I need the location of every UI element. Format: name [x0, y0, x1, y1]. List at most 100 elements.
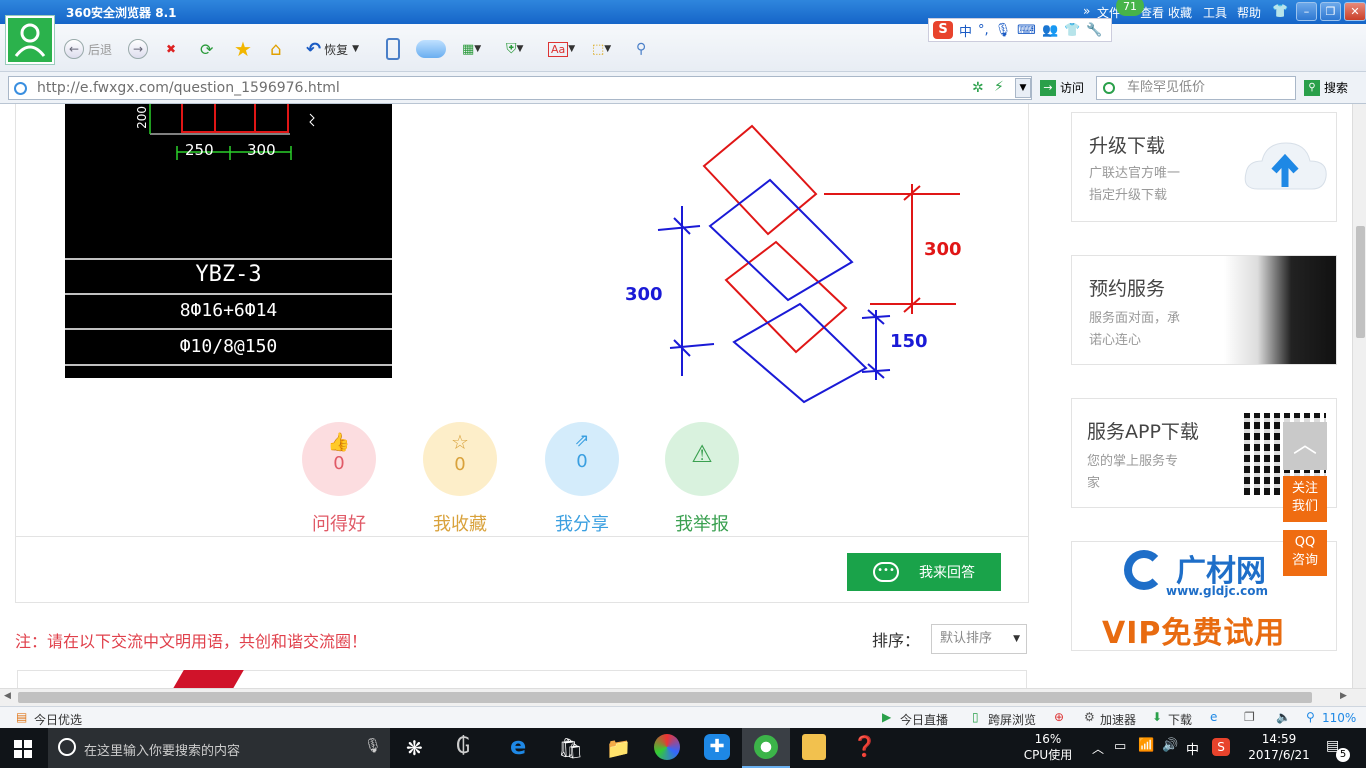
favorite-star-icon[interactable]: ★	[234, 37, 252, 61]
microphone-icon[interactable]: 🎙	[994, 22, 1012, 38]
notepad-icon[interactable]	[802, 734, 826, 760]
horizontal-scrollbar[interactable]: ◀ ▶	[0, 688, 1366, 706]
forward-button[interactable]: →	[128, 38, 148, 60]
favorite-label[interactable]: 我收藏	[433, 514, 487, 535]
user-avatar[interactable]	[6, 16, 54, 64]
search-input[interactable]: 车险罕见低价	[1096, 76, 1296, 100]
app-swirl-icon[interactable]	[654, 734, 680, 760]
sogou-icon[interactable]: S	[933, 21, 953, 39]
search-button[interactable]: ⚲ 搜索	[1304, 79, 1348, 96]
scroll-right-icon[interactable]: ▶	[1340, 691, 1347, 701]
clock[interactable]: 14:59 2017/6/21	[1240, 731, 1318, 763]
vertical-scrollbar[interactable]	[1352, 104, 1366, 688]
sidebar-ad-gldjc[interactable]: 广材网 www.gldjc.com VIP免费试用	[1071, 541, 1337, 651]
screenshot-icon[interactable]: ⬚ ▼	[592, 41, 612, 57]
double-chevron-icon[interactable]: »	[1083, 4, 1091, 18]
shield-icon[interactable]: ⛨ ▼	[506, 41, 524, 57]
apps-icon[interactable]: ▦ ▼	[462, 41, 482, 57]
ime-indicator[interactable]: 中	[1186, 743, 1200, 758]
ad-site: www.gldjc.com	[1166, 584, 1268, 598]
edge-icon[interactable]: e	[510, 732, 527, 760]
taskbar-search[interactable]: 在这里输入你要搜索的内容 🎙	[48, 728, 390, 768]
menu-favorites[interactable]: 收藏	[1168, 6, 1193, 20]
phone-icon[interactable]	[386, 38, 400, 60]
search-engine-icon[interactable]	[1103, 82, 1115, 94]
home-icon[interactable]: ⌂	[270, 38, 282, 60]
taskbar-360-browser[interactable]	[742, 728, 790, 768]
download-icon: ⬇	[1152, 710, 1163, 724]
like-label[interactable]: 问得好	[312, 514, 366, 535]
windows-icon[interactable]: ❐	[1244, 710, 1255, 724]
share-button[interactable]: ⇗ 0	[545, 422, 619, 496]
ie-icon[interactable]: e	[1210, 710, 1218, 724]
menu-view[interactable]: 查看	[1140, 6, 1165, 20]
store-icon[interactable]: 🛍	[558, 736, 584, 760]
back-to-top-button[interactable]: ︿	[1283, 422, 1327, 470]
play-icon: ▶	[882, 710, 892, 724]
app-plus-icon[interactable]: ✚	[704, 734, 730, 760]
qq-consult-button[interactable]: QQ 咨询	[1283, 530, 1327, 576]
close-button[interactable]: ✕	[1344, 2, 1366, 21]
status-bar: ▤ 今日优选 ▶ 今日直播 ▯ 跨屏浏览 ⊕ ⚙ 加速器 ⬇ 下载 e ❐ 🔈 …	[0, 706, 1366, 728]
minimize-button[interactable]: –	[1296, 2, 1317, 21]
back-button[interactable]: ← 后退	[64, 38, 112, 60]
answer-button[interactable]: ••• 我来回答	[847, 553, 1001, 591]
share-label[interactable]: 我分享	[555, 514, 609, 535]
url-input[interactable]: http://e.fwxgx.com/question_1596976.html	[8, 76, 1032, 100]
sogou-tray-icon[interactable]: S	[1212, 738, 1230, 756]
report-button[interactable]: ⚠	[665, 422, 739, 496]
sidebar-card-upgrade[interactable]: 升级下载 广联达官方唯一 指定升级下载	[1071, 112, 1337, 222]
swirl-app-icon[interactable]: ₲	[456, 734, 470, 759]
horizontal-scroll-thumb[interactable]	[18, 692, 1312, 703]
restore-button[interactable]: ❐	[1320, 2, 1341, 21]
accelerator-link[interactable]: 加速器	[1100, 713, 1137, 727]
task-view-icon[interactable]: ❋	[406, 736, 423, 760]
volume-icon[interactable]: 🔈	[1276, 710, 1291, 724]
sidebar-card-service[interactable]: 预约服务 服务面对面，承 诺心连心	[1071, 255, 1337, 365]
volume-icon[interactable]: 🔊	[1162, 738, 1179, 753]
zoom-icon[interactable]: ⚲	[636, 41, 647, 57]
live-link[interactable]: 今日直播	[900, 713, 949, 727]
battery-icon[interactable]: ▭	[1114, 739, 1127, 754]
translate-icon[interactable]: Aa ▼	[548, 38, 575, 60]
menu-file[interactable]: 文件	[1097, 6, 1122, 20]
ime-toolbar[interactable]: S 中 °, 🎙 ⌨ 👥 👕 🔧	[928, 18, 1112, 42]
menu-help[interactable]: 帮助	[1237, 6, 1262, 20]
plus-circle-icon[interactable]: ⊕	[1054, 710, 1065, 724]
refresh-icon[interactable]: ⟳	[200, 39, 214, 59]
favorite-button[interactable]: ☆ 0	[423, 422, 497, 496]
zoom-level[interactable]: 110%	[1322, 711, 1357, 725]
shirt-icon[interactable]: 👕	[1272, 4, 1289, 19]
vertical-scroll-thumb[interactable]	[1356, 226, 1365, 338]
ime-chinese-mode[interactable]: 中	[959, 24, 973, 40]
sketch-dim-right: 300	[924, 239, 962, 260]
wrench-icon[interactable]: 🔧	[1086, 22, 1103, 38]
report-label[interactable]: 我举报	[675, 514, 729, 535]
cloud-icon[interactable]	[416, 40, 446, 58]
user-icon[interactable]: 👥	[1041, 22, 1059, 38]
action-center-icon[interactable]: ▤	[1326, 738, 1340, 754]
cross-screen-link[interactable]: 跨屏浏览	[988, 713, 1037, 727]
stop-icon[interactable]: ✖	[166, 42, 177, 56]
sort-select[interactable]: 默认排序 ▼	[931, 624, 1027, 654]
notification-badge[interactable]: 71	[1116, 0, 1144, 16]
tray-chevron-up-icon[interactable]: ︿	[1092, 742, 1105, 756]
windows-start-icon[interactable]	[14, 740, 32, 758]
like-button[interactable]: 👍 0	[302, 422, 376, 496]
shirt-icon[interactable]: 👕	[1064, 22, 1081, 38]
today-picks-link[interactable]: 今日优选	[34, 713, 83, 727]
restore-tab-button[interactable]: ↶ 恢复 ▼	[306, 38, 359, 60]
follow-us-button[interactable]: 关注 我们	[1283, 476, 1327, 522]
cpu-monitor[interactable]: 16% CPU使用	[1018, 731, 1078, 763]
wifi-icon[interactable]: 📶	[1138, 738, 1155, 753]
keyboard-icon[interactable]: ⌨	[1017, 22, 1036, 38]
lightning-icon[interactable]: ⚡	[994, 79, 1004, 95]
file-explorer-icon[interactable]: 📁	[606, 736, 631, 760]
go-button[interactable]: → 访问	[1040, 79, 1084, 96]
url-dropdown-icon[interactable]: ▼	[1015, 78, 1031, 98]
download-link[interactable]: 下载	[1168, 713, 1193, 727]
ime-punctuation[interactable]: °,	[978, 22, 989, 38]
help-app-icon[interactable]: ❓	[852, 734, 877, 758]
menu-tools[interactable]: 工具	[1203, 6, 1228, 20]
scroll-left-icon[interactable]: ◀	[4, 691, 11, 701]
